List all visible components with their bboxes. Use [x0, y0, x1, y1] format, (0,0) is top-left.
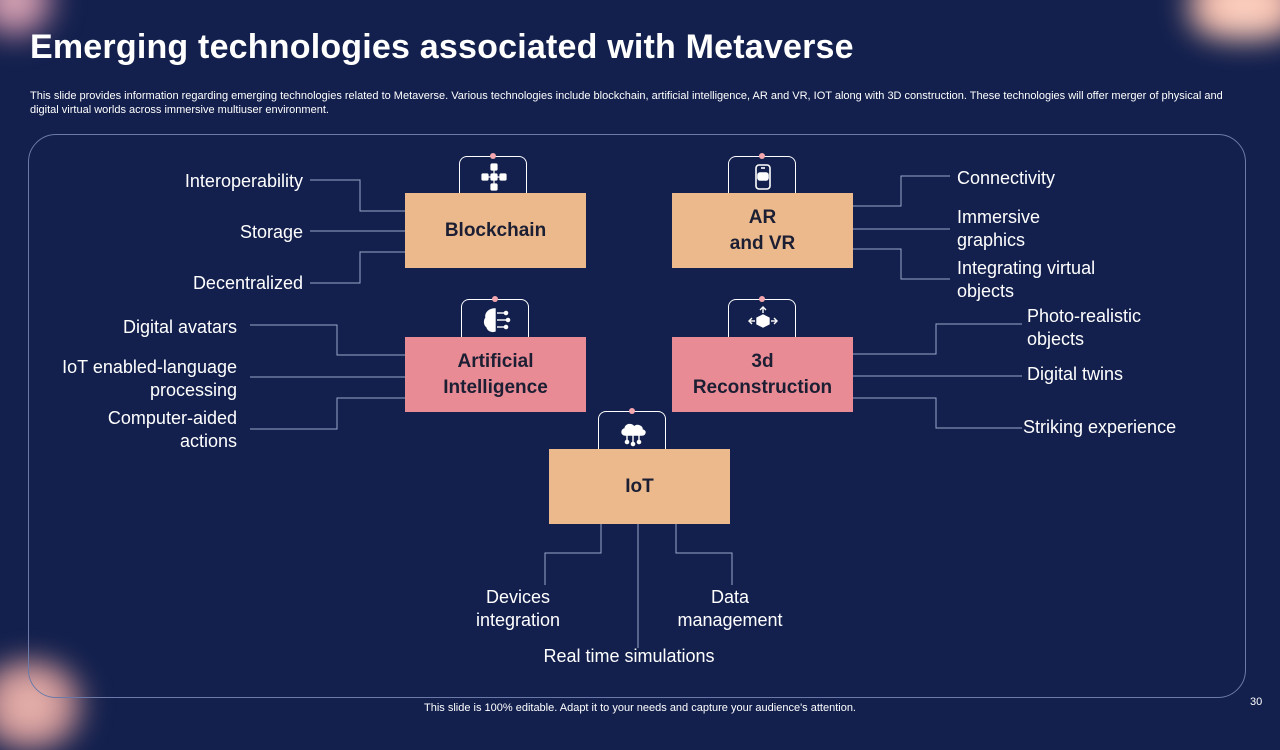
3d-cube-icon — [748, 306, 778, 328]
node-ar-vr-label-line2: and VR — [729, 232, 796, 254]
feature-interoperability: Interoperability — [184, 171, 303, 191]
connector-lines — [250, 175, 1022, 648]
node-3d-label-line1: 3d — [751, 350, 774, 372]
3d-cube-icon-tab — [728, 296, 796, 337]
feature-immersive-graphics: Immersive graphics — [957, 207, 1041, 250]
node-3d-reconstruction: 3d Reconstruction — [672, 337, 853, 412]
feature-devices-integration: Devices integration — [475, 587, 561, 630]
feature-digital-twins: Digital twins — [1027, 364, 1124, 384]
connector-data-management — [675, 524, 733, 585]
node-ar-vr-label-line1: AR — [748, 206, 777, 228]
slide-title: Emerging technologies associated with Me… — [30, 28, 854, 66]
vr-headset-icon — [755, 164, 771, 190]
node-iot: IoT — [549, 449, 730, 524]
connector-digital-avatars — [250, 324, 405, 356]
feature-real-time-simulations: Real time simulations — [543, 646, 715, 666]
slide-description: This slide provides information regardin… — [30, 90, 1223, 116]
node-3d-label-line2: Reconstruction — [692, 376, 833, 398]
feature-connectivity: Connectivity — [957, 168, 1056, 188]
connector-photo-realistic — [853, 323, 1022, 355]
vr-headset-icon-tab — [728, 153, 796, 194]
feature-data-management: Data management — [677, 587, 783, 630]
connector-connectivity — [853, 175, 950, 207]
feature-photo-realistic-objects: Photo-realistic objects — [1027, 306, 1142, 349]
cloud-network-icon-tab — [598, 408, 666, 449]
blockchain-icon — [481, 163, 507, 191]
node-ai-label-line1: Artificial — [457, 350, 534, 372]
brain-circuit-icon — [483, 308, 511, 333]
blockchain-icon-tab — [459, 153, 527, 194]
connector-decentralized — [310, 251, 405, 284]
feature-storage: Storage — [239, 222, 303, 242]
footer-note: This slide is 100% editable. Adapt it to… — [424, 702, 856, 714]
node-iot-label: IoT — [625, 475, 654, 497]
node-ar-vr: AR and VR — [672, 193, 853, 268]
node-blockchain-label: Blockchain — [444, 219, 547, 241]
feature-iot-language-processing: IoT enabled-language processing — [62, 357, 237, 400]
feature-digital-avatars: Digital avatars — [122, 317, 237, 337]
node-blockchain: Blockchain — [405, 193, 586, 268]
page-number: 30 — [1250, 696, 1263, 708]
feature-integrating-virtual-objects: Integrating virtual objects — [957, 258, 1096, 301]
feature-computer-aided-actions: Computer-aided actions — [107, 408, 237, 451]
connector-striking-experience — [853, 397, 1022, 429]
brain-circuit-icon-tab — [461, 296, 529, 337]
node-ai: Artificial Intelligence — [405, 337, 586, 412]
connector-integrating-virtual — [853, 248, 950, 280]
feature-striking-experience: Striking experience — [1023, 417, 1177, 437]
connector-computer-aided — [250, 397, 405, 430]
connector-devices-integration — [544, 524, 602, 585]
cloud-network-icon — [621, 423, 646, 447]
diagram-panel — [28, 134, 1246, 698]
connector-interoperability — [310, 179, 405, 212]
node-ai-label-line2: Intelligence — [443, 376, 548, 398]
feature-decentralized: Decentralized — [192, 273, 303, 293]
